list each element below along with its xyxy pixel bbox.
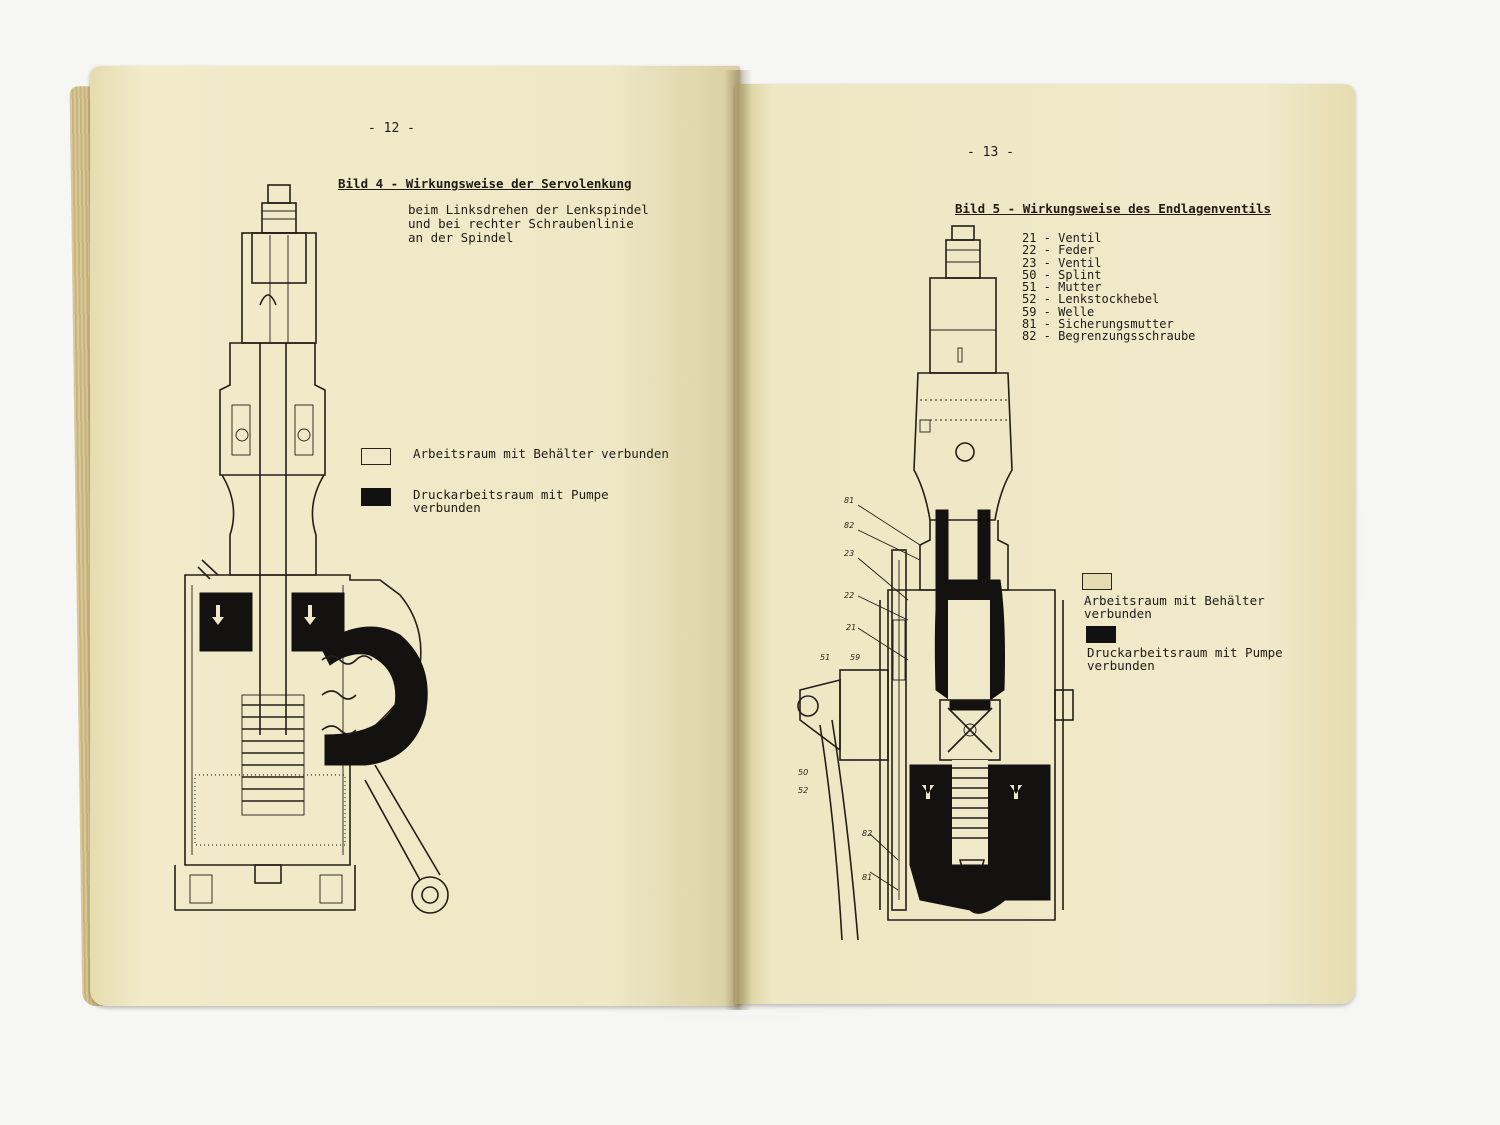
parts-list-item: 59 - Welle (1022, 304, 1095, 319)
left-subcaption-line-3: an der Spindel (408, 230, 514, 245)
legend-label-pressure: Druckarbeitsraum mit Pumpe (413, 487, 609, 502)
callout-label: 81 (844, 496, 854, 505)
parts-list-item: 50 - Splint (1022, 267, 1102, 282)
left-subcaption-line-2: und bei rechter Schraubenlinie (408, 216, 634, 231)
right-page-number: - 13 - (967, 145, 1014, 160)
callout-label: 81 (862, 873, 872, 882)
left-page (90, 66, 740, 1006)
parts-list-item: 22 - Feder (1022, 243, 1095, 258)
parts-list-item: 23 - Ventil (1022, 255, 1102, 270)
steering-gear-section-diagram (174, 184, 449, 914)
parts-list-item: 51 - Mutter (1022, 280, 1102, 295)
left-subcaption-line-1: beim Linksdrehen der Lenkspindel (408, 202, 649, 217)
callout-label: 21 (846, 623, 856, 632)
legend-label-reservoir: Arbeitsraum mit Behälter verbunden (413, 446, 669, 461)
legend-label-pressure-2: verbunden (413, 500, 481, 515)
callout-label: 82 (862, 829, 872, 838)
parts-list-item: 52 - Lenkstockhebel (1022, 292, 1160, 307)
callout-label: 52 (798, 786, 808, 795)
parts-list-item: 82 - Begrenzungsschraube (1022, 329, 1196, 344)
left-figure-caption: Bild 4 - Wirkungsweise der Servolenkung (338, 176, 632, 191)
callout-label: 23 (844, 549, 854, 558)
legend-swatch-pressure-right (1086, 626, 1116, 643)
callout-label: 51 (820, 653, 830, 662)
parts-list-item: 81 - Sicherungsmutter (1022, 317, 1174, 332)
right-figure-caption: Bild 5 - Wirkungsweise des Endlagenventi… (955, 201, 1272, 216)
legend-swatch-reservoir (361, 448, 391, 465)
callout-label: 50 (798, 768, 808, 777)
legend-swatch-pressure (361, 488, 391, 506)
parts-list: 21 - Ventil 22 - Feder 23 - Ventil 50 - … (1022, 232, 1195, 343)
legend-label-reservoir-right: Arbeitsraum mit Behälter (1084, 593, 1265, 608)
callout-label: 82 (844, 521, 854, 530)
parts-list-item: 21 - Ventil (1022, 231, 1102, 245)
legend-label-reservoir-right-2: verbunden (1084, 606, 1152, 621)
legend-label-pressure-right-2: verbunden (1087, 658, 1155, 673)
book-gutter (724, 70, 752, 1010)
end-position-valve-section-diagram: 81 82 23 22 21 51 59 50 52 82 81 (797, 225, 1074, 941)
legend-label-pressure-right: Druckarbeitsraum mit Pumpe (1087, 645, 1283, 660)
left-page-number: - 12 - (368, 121, 415, 136)
callout-label: 59 (850, 653, 860, 662)
legend-swatch-reservoir-right (1082, 573, 1112, 590)
callout-label: 22 (844, 591, 854, 600)
